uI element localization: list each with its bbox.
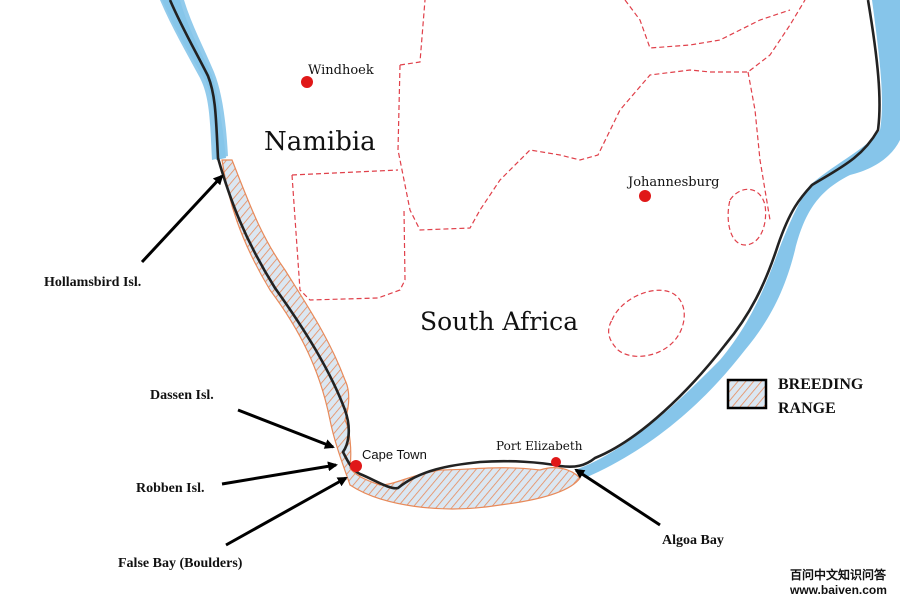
label-algoa: Algoa Bay — [662, 533, 724, 548]
country-south-africa-label: South Africa — [420, 307, 578, 336]
label-robben: Robben Isl. — [136, 481, 204, 496]
coastline — [168, 0, 881, 490]
callout-arrows — [140, 174, 661, 547]
label-dassen: Dassen Isl. — [150, 388, 214, 403]
watermark: 百问中文知识问答 www.baiven.com — [789, 567, 887, 597]
arrow-hollamsbird — [140, 174, 224, 264]
breeding-range-area — [221, 159, 581, 510]
city-windhoek-label: Windhoek — [308, 63, 374, 78]
ocean-west-band — [160, 0, 228, 160]
arrow-dassen — [237, 408, 335, 449]
label-hollamsbird: Hollamsbird Isl. — [44, 275, 141, 290]
city-cape-town-label: Cape Town — [362, 447, 427, 462]
arrow-algoa — [574, 468, 661, 527]
country-borders — [291, 0, 806, 357]
city-port-elizabeth-dot — [551, 457, 561, 467]
watermark-line2: www.baiven.com — [789, 583, 887, 597]
label-false-bay: False Bay (Boulders) — [118, 556, 243, 571]
arrow-robben — [221, 461, 338, 486]
city-johannesburg-label: Johannesburg — [626, 175, 720, 190]
legend-swatch — [726, 378, 768, 410]
country-namibia-label: Namibia — [264, 127, 376, 157]
legend-line2: RANGE — [778, 400, 836, 417]
city-johannesburg-dot — [639, 190, 651, 202]
city-port-elizabeth-label: Port Elizabeth — [496, 439, 583, 453]
arrow-false-bay — [225, 476, 348, 547]
city-windhoek-dot — [301, 76, 313, 88]
city-cape-town-dot — [350, 460, 362, 472]
legend-line1: BREEDING — [778, 376, 864, 393]
legend: BREEDING RANGE — [726, 376, 864, 417]
watermark-line1: 百问中文知识问答 — [790, 567, 887, 582]
